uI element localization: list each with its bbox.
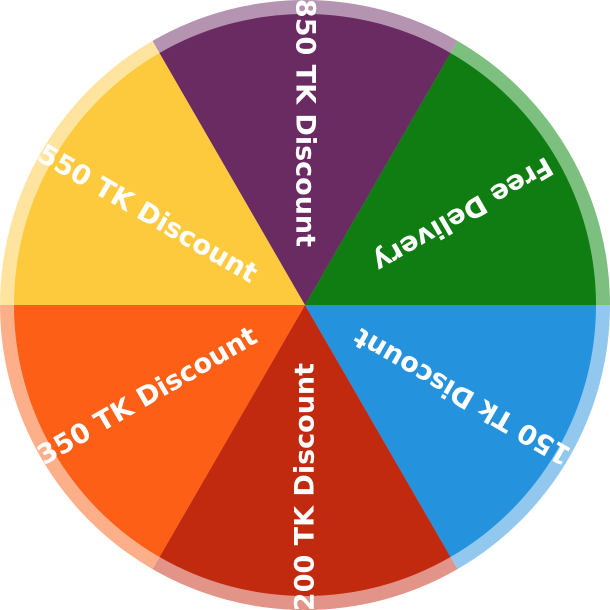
wheel-segment[interactable] bbox=[305, 305, 596, 558]
wheel-segment[interactable] bbox=[14, 52, 305, 306]
wheel-segments bbox=[14, 14, 596, 596]
segment-label: 200 TK Discount bbox=[290, 363, 321, 610]
wheel-segment[interactable] bbox=[159, 14, 451, 306]
segment-label: 850 TK Discount bbox=[290, 0, 321, 247]
wheel-segment[interactable] bbox=[14, 305, 305, 558]
wheel-segment[interactable] bbox=[159, 305, 451, 596]
wheel-segment[interactable] bbox=[305, 52, 596, 306]
